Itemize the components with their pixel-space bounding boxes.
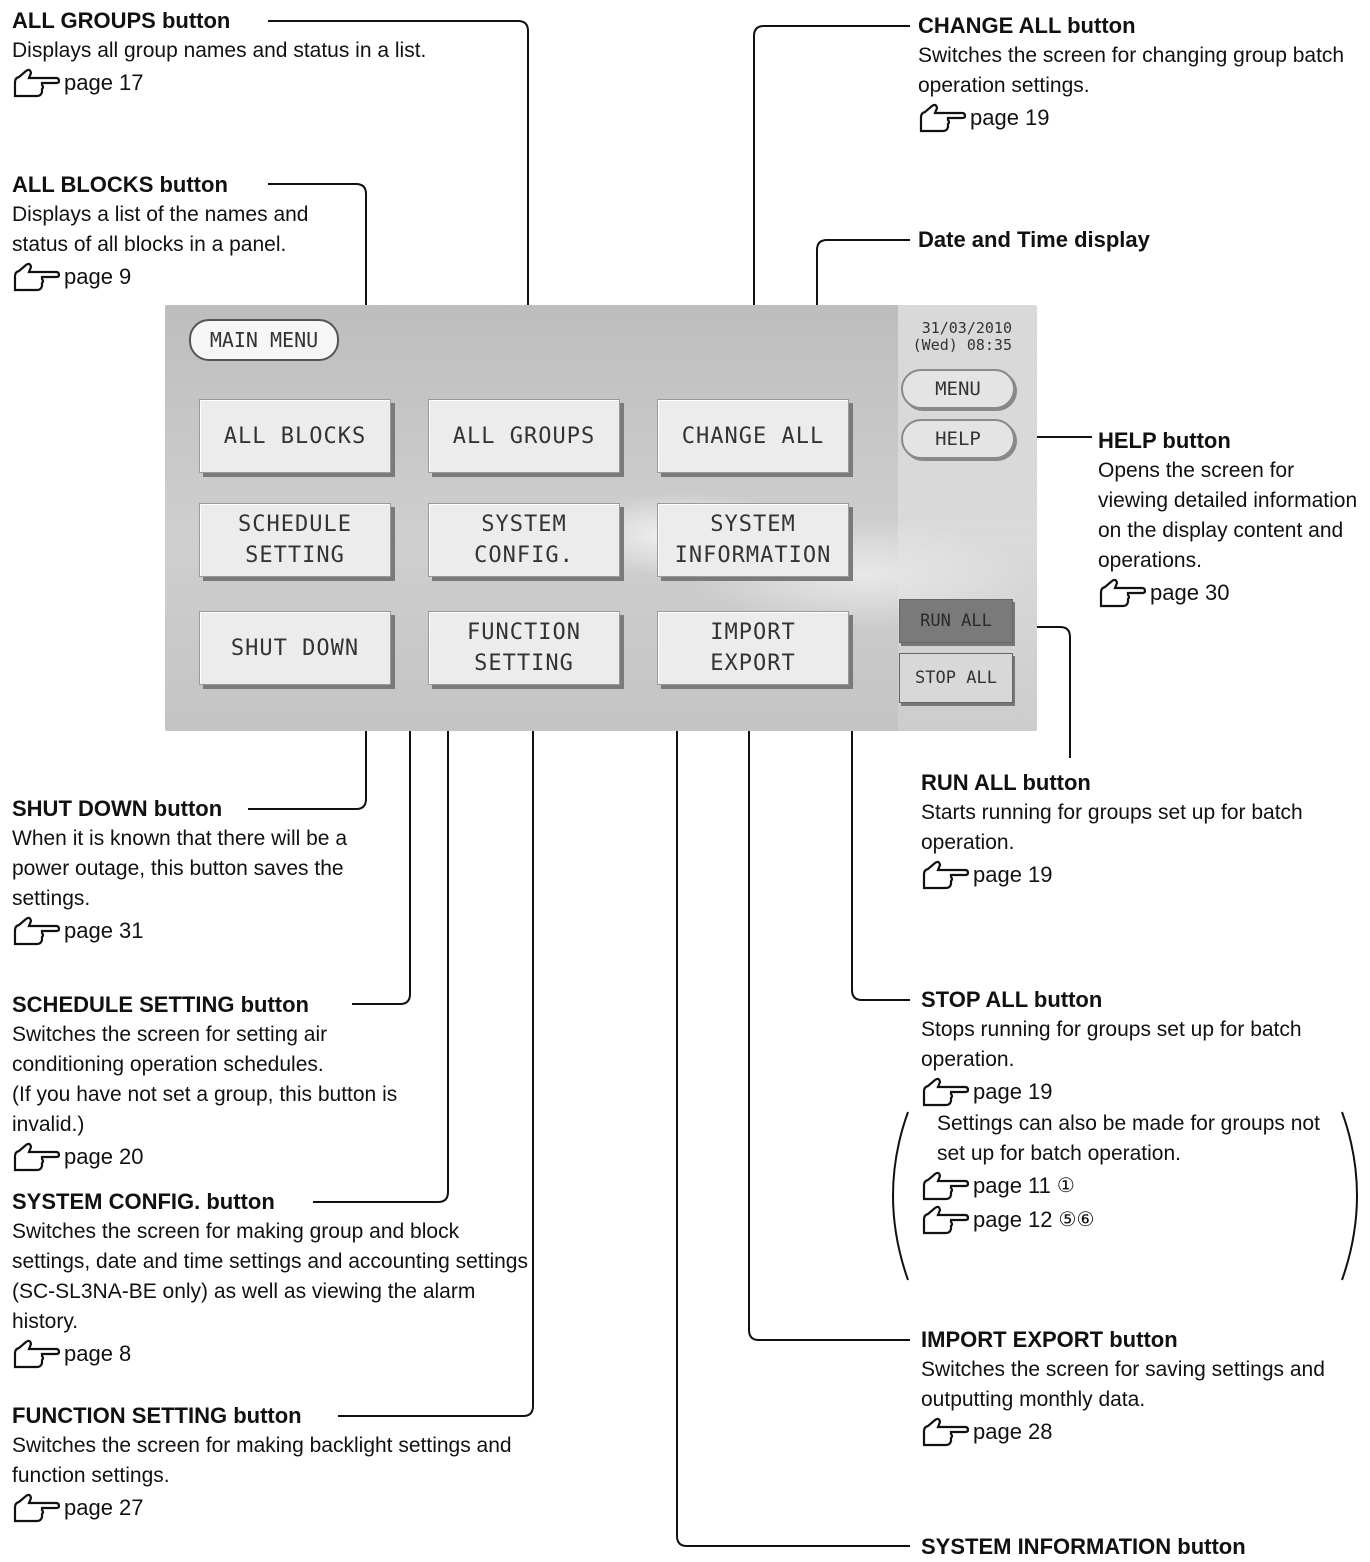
pointing-hand-icon — [922, 1171, 969, 1201]
change-all-button[interactable]: CHANGE ALL — [657, 399, 849, 473]
callout-desc: Switches the screen for changing group b… — [918, 44, 1345, 97]
callout-function-setting: FUNCTION SETTING button Switches the scr… — [12, 1401, 532, 1525]
stop-all-note: Settings can also be made for groups not… — [937, 1112, 1320, 1165]
leader-system-config — [313, 566, 449, 1203]
callout-desc: Starts running for groups set up for bat… — [921, 801, 1303, 854]
system-information-button[interactable]: SYSTEM INFORMATION — [657, 503, 849, 577]
page-ref-extra-2: page 12 ⑤⑥ — [921, 1203, 1366, 1237]
all-blocks-button[interactable]: ALL BLOCKS — [199, 399, 391, 473]
callout-title: SYSTEM INFORMATION button — [921, 1534, 1246, 1559]
callout-title: SCHEDULE SETTING button — [12, 992, 309, 1017]
bracket-right — [1341, 1111, 1358, 1281]
callout-desc: Displays a list of the names and status … — [12, 203, 309, 256]
callout-desc: Switches the screen for making group and… — [12, 1220, 528, 1333]
page-ref: page 28 — [921, 1415, 1366, 1449]
callout-desc: Switches the screen for setting air cond… — [12, 1023, 328, 1076]
leader-all-groups — [268, 20, 529, 412]
stop-all-button[interactable]: STOP ALL — [899, 653, 1013, 703]
page-ref: page 19 — [921, 858, 1366, 892]
page-ref: page 30 — [1098, 576, 1366, 610]
pointing-hand-icon — [922, 1205, 969, 1235]
callout-title: FUNCTION SETTING button — [12, 1403, 302, 1428]
bracket-left — [892, 1111, 909, 1281]
page-ref: page 9 — [12, 260, 362, 294]
date-text: 31/03/2010 — [921, 319, 1012, 337]
callout-schedule-setting: SCHEDULE SETTING button Switches the scr… — [12, 990, 440, 1174]
page-ref: page 19 — [918, 101, 1366, 135]
pointing-hand-icon — [922, 860, 969, 890]
callout-desc: Switches the screen for making backlight… — [12, 1434, 512, 1487]
main-menu-screen: MAIN MENU ALL BLOCKS ALL GROUPS CHANGE A… — [165, 305, 1037, 731]
schedule-setting-button[interactable]: SCHEDULE SETTING — [199, 503, 391, 577]
help-button[interactable]: HELP — [901, 419, 1015, 459]
callout-title: ALL GROUPS button — [12, 8, 231, 33]
callout-system-information: SYSTEM INFORMATION button — [921, 1532, 1246, 1562]
callout-title: IMPORT EXPORT button — [921, 1327, 1178, 1352]
callout-desc: Opens the screen for viewing detailed in… — [1098, 459, 1358, 572]
import-export-button[interactable]: IMPORT EXPORT — [657, 611, 849, 685]
leader-all-blocks — [268, 183, 367, 412]
pointing-hand-icon — [919, 103, 966, 133]
pointing-hand-icon — [13, 262, 60, 292]
callout-desc: When it is known that there will be a po… — [12, 827, 347, 910]
callout-stop-all: STOP ALL button Stops running for groups… — [921, 985, 1366, 1237]
run-all-button[interactable]: RUN ALL — [899, 599, 1013, 643]
pointing-hand-icon — [13, 1339, 60, 1369]
menu-button[interactable]: MENU — [901, 369, 1015, 409]
page-ref: page 17 — [12, 66, 462, 100]
callout-title: SYSTEM CONFIG. button — [12, 1189, 275, 1214]
function-setting-button[interactable]: FUNCTION SETTING — [428, 611, 620, 685]
pointing-hand-icon — [13, 68, 60, 98]
pointing-hand-icon — [13, 1493, 60, 1523]
callout-system-config: SYSTEM CONFIG. button Switches the scree… — [12, 1187, 528, 1371]
pointing-hand-icon — [13, 916, 60, 946]
main-menu-title: MAIN MENU — [189, 319, 339, 361]
leader-shut-down — [248, 655, 367, 810]
callout-all-blocks: ALL BLOCKS button Displays a list of the… — [12, 170, 362, 294]
callout-desc: Switches the screen for saving settings … — [921, 1358, 1325, 1411]
page-ref: page 8 — [12, 1337, 528, 1371]
callout-date-time: Date and Time display — [918, 225, 1150, 255]
page-ref: page 19 — [921, 1075, 1366, 1109]
leader-function-setting — [338, 678, 534, 1417]
leader-run-all — [1005, 626, 1071, 758]
page-ref-extra-1: page 11 ① — [921, 1169, 1366, 1203]
callout-all-groups: ALL GROUPS button Displays all group nam… — [12, 6, 462, 100]
callout-help: HELP button Opens the screen for viewing… — [1098, 426, 1366, 610]
leader-change-all — [753, 25, 910, 412]
pointing-hand-icon — [13, 1142, 60, 1172]
callout-title: SHUT DOWN button — [12, 796, 223, 821]
callout-title: Date and Time display — [918, 227, 1150, 252]
page-ref: page 20 — [12, 1140, 440, 1174]
callout-import-export: IMPORT EXPORT button Switches the screen… — [921, 1325, 1366, 1449]
all-groups-button[interactable]: ALL GROUPS — [428, 399, 620, 473]
callout-desc-2: (If you have not set a group, this butto… — [12, 1083, 398, 1136]
leader-system-info — [676, 566, 910, 1547]
pointing-hand-icon — [922, 1077, 969, 1107]
callout-title: HELP button — [1098, 428, 1231, 453]
leader-import-export — [748, 678, 910, 1341]
callout-shut-down: SHUT DOWN button When it is known that t… — [12, 794, 407, 948]
callout-title: STOP ALL button — [921, 987, 1103, 1012]
callout-change-all: CHANGE ALL button Switches the screen fo… — [918, 11, 1366, 135]
page-ref: page 31 — [12, 914, 407, 948]
shut-down-button[interactable]: SHUT DOWN — [199, 611, 391, 685]
system-config-button[interactable]: SYSTEM CONFIG. — [428, 503, 620, 577]
date-time-display: 31/03/2010 (Wed) 08:35 — [910, 320, 1012, 354]
callout-title: CHANGE ALL button — [918, 13, 1136, 38]
callout-run-all: RUN ALL button Starts running for groups… — [921, 768, 1366, 892]
time-text: (Wed) 08:35 — [912, 336, 1012, 354]
callout-title: RUN ALL button — [921, 770, 1091, 795]
pointing-hand-icon — [1099, 578, 1146, 608]
callout-desc: Displays all group names and status in a… — [12, 39, 427, 62]
callout-title: ALL BLOCKS button — [12, 172, 228, 197]
page-ref: page 27 — [12, 1491, 532, 1525]
pointing-hand-icon — [922, 1417, 969, 1447]
callout-desc: Stops running for groups set up for batc… — [921, 1018, 1302, 1071]
